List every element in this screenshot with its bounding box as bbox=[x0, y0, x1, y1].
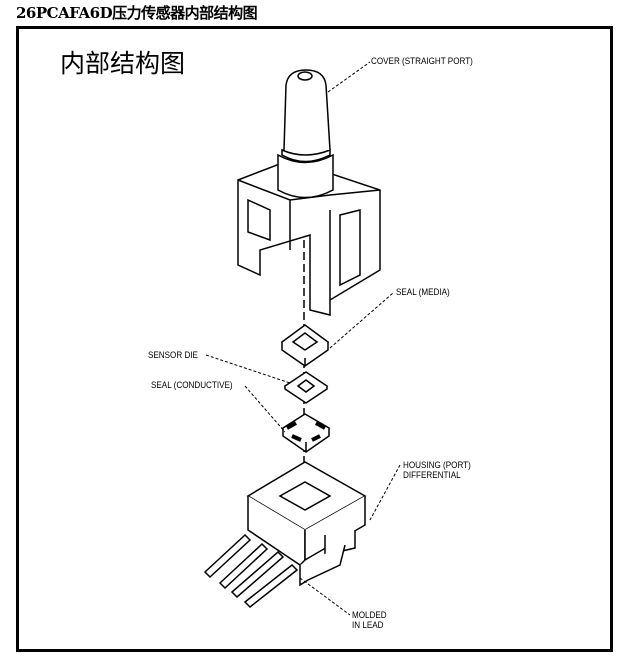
label-lead-line2: IN LEAD bbox=[352, 620, 384, 630]
label-seal-conductive: SEAL (CONDUCTIVE) bbox=[151, 380, 233, 390]
label-housing-line1: HOUSING (PORT) bbox=[403, 460, 471, 470]
label-housing-line2: DIFFERENTIAL bbox=[403, 470, 461, 480]
cover-part bbox=[237, 69, 381, 316]
sensor-die-part bbox=[283, 371, 329, 404]
seal-conductive-part bbox=[281, 413, 331, 453]
label-seal-media: SEAL (MEDIA) bbox=[396, 287, 450, 297]
seal-media-part bbox=[280, 324, 330, 367]
leader-lines bbox=[205, 61, 401, 616]
label-cover: COVER (STRAIGHT PORT) bbox=[371, 56, 473, 66]
page-title: 26PCAFA6D压力传感器内部结构图 bbox=[16, 4, 258, 22]
housing-part bbox=[203, 461, 367, 609]
diagram-frame bbox=[16, 26, 613, 652]
diagram-subtitle: 内部结构图 bbox=[60, 49, 186, 78]
label-sensor-die: SENSOR DIE bbox=[148, 350, 198, 360]
label-lead-line1: MOLDED bbox=[352, 610, 387, 620]
